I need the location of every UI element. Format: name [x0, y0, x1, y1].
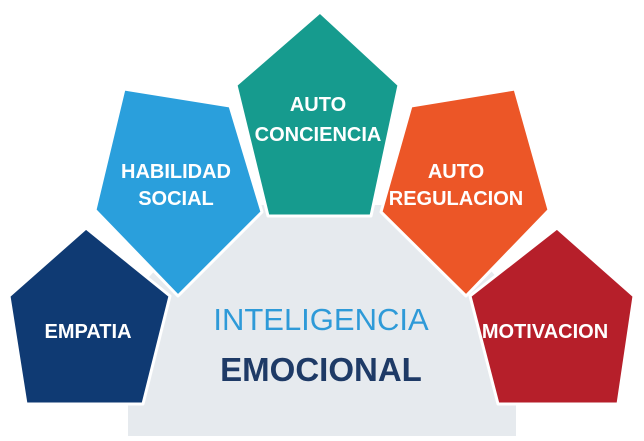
- segment-auto-conciencia: [234, 10, 401, 218]
- center-title-line2: EMOCIONAL: [220, 351, 422, 388]
- center-title-line1: INTELIGENCIA: [213, 302, 429, 337]
- label-motivacion: MOTIVACION: [482, 321, 608, 343]
- segment-auto-regulacion: [379, 87, 551, 298]
- segment-motivacion: [468, 226, 636, 406]
- label-habilidad-social-line1: HABILIDAD: [121, 161, 231, 183]
- segment-empatia: [7, 226, 172, 406]
- label-auto-conciencia-line1: AUTO: [290, 94, 346, 116]
- label-auto-regulacion-line1: AUTO: [428, 161, 484, 183]
- segment-habilidad-social: [93, 87, 264, 298]
- label-auto-regulacion-line2: REGULACION: [389, 188, 523, 210]
- center-hub: [128, 205, 516, 436]
- label-auto-conciencia-line2: CONCIENCIA: [255, 124, 382, 146]
- label-empatia: EMPATIA: [44, 321, 131, 343]
- label-habilidad-social-line2: SOCIAL: [138, 188, 214, 210]
